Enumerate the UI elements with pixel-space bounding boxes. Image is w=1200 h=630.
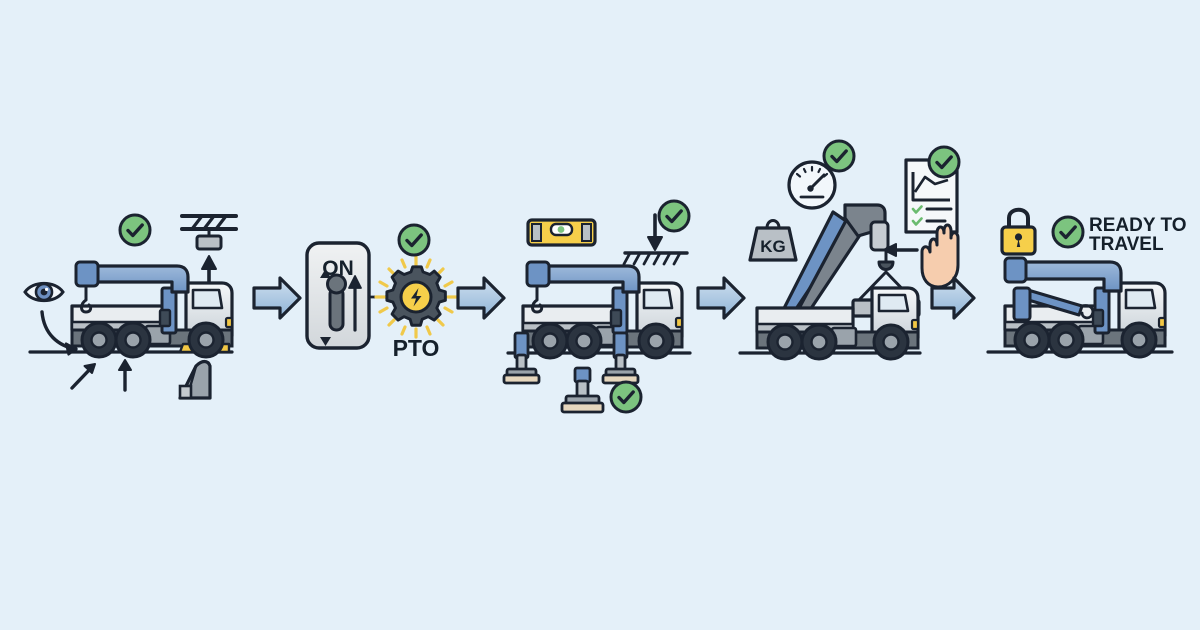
status-check-ground xyxy=(657,199,691,233)
status-line-1: READY TO xyxy=(1089,215,1187,236)
wheel-rear-1 xyxy=(1013,321,1051,359)
lightning-bolt-icon xyxy=(411,288,422,307)
wheel-chock-icon xyxy=(178,359,212,400)
wheel-rear-2 xyxy=(114,321,152,359)
gear-rays-icon xyxy=(374,255,458,339)
status-check-step-2 xyxy=(397,223,431,257)
status-check-gauge xyxy=(822,139,856,173)
hatch-lines xyxy=(622,251,682,266)
up-triangle-icon xyxy=(320,269,331,278)
flow-arrow-4 xyxy=(930,276,976,320)
step-2-pto-engage: ON xyxy=(305,223,458,361)
spirit-level-icon xyxy=(526,218,597,247)
wheel-rear-2 xyxy=(565,322,603,360)
hand-signal-icon xyxy=(920,223,960,289)
truck-crane-outriggers xyxy=(502,260,684,385)
pto-gear-icon xyxy=(374,255,458,339)
status-line-2: TRAVEL xyxy=(1089,234,1164,255)
load-gauge-icon xyxy=(787,160,837,210)
truck-crane-stowed xyxy=(70,260,234,359)
ground-arrow-right-icon xyxy=(118,359,132,392)
wheel-front xyxy=(1120,321,1158,359)
wheel-rear-2 xyxy=(1047,321,1085,359)
wheel-rear-2 xyxy=(800,323,838,361)
wheel-rear-1 xyxy=(766,323,804,361)
step-5-ready-to-travel: READY TO TRAVEL xyxy=(986,207,1187,359)
wheel-front xyxy=(872,323,910,361)
truck-crane-boom-up xyxy=(755,203,920,361)
eye-icon xyxy=(23,281,65,303)
ready-to-travel-status: READY TO TRAVEL xyxy=(1051,215,1187,255)
on-switch-icon[interactable]: ON xyxy=(305,241,371,350)
flow-arrow-2 xyxy=(456,276,506,320)
outrigger-leg-rear xyxy=(502,331,541,385)
step-3-outriggers xyxy=(502,199,692,414)
status-check-outrigger xyxy=(609,380,643,414)
overhead-clearance-icon xyxy=(180,214,238,251)
switch-on-label: ON xyxy=(322,257,354,280)
flow-arrow-1 xyxy=(252,276,302,320)
pto-label: PTO xyxy=(393,335,440,361)
down-triangle-icon xyxy=(320,337,331,346)
left-arrow-icon xyxy=(883,243,919,257)
truck-crane-stowed xyxy=(1003,256,1167,359)
weight-kg-icon: KG xyxy=(748,219,798,262)
status-check-chart xyxy=(927,145,961,179)
padlock-icon xyxy=(1000,207,1037,256)
weight-label: KG xyxy=(760,237,786,256)
wheel-rear-1 xyxy=(531,322,569,360)
ground-arrow-left-icon xyxy=(70,363,96,390)
step-1-site-assessment xyxy=(23,213,238,400)
wheel-rear-1 xyxy=(80,321,118,359)
wheel-front xyxy=(187,321,225,359)
wheel-front xyxy=(637,322,675,360)
step-4-lifting: KG xyxy=(738,139,961,361)
flow-arrow-3 xyxy=(696,276,746,320)
status-check-step-1 xyxy=(118,213,152,247)
outrigger-pad-icon xyxy=(560,366,605,414)
ground-bearing-icon xyxy=(622,213,689,266)
chart-check-rows xyxy=(911,205,953,226)
